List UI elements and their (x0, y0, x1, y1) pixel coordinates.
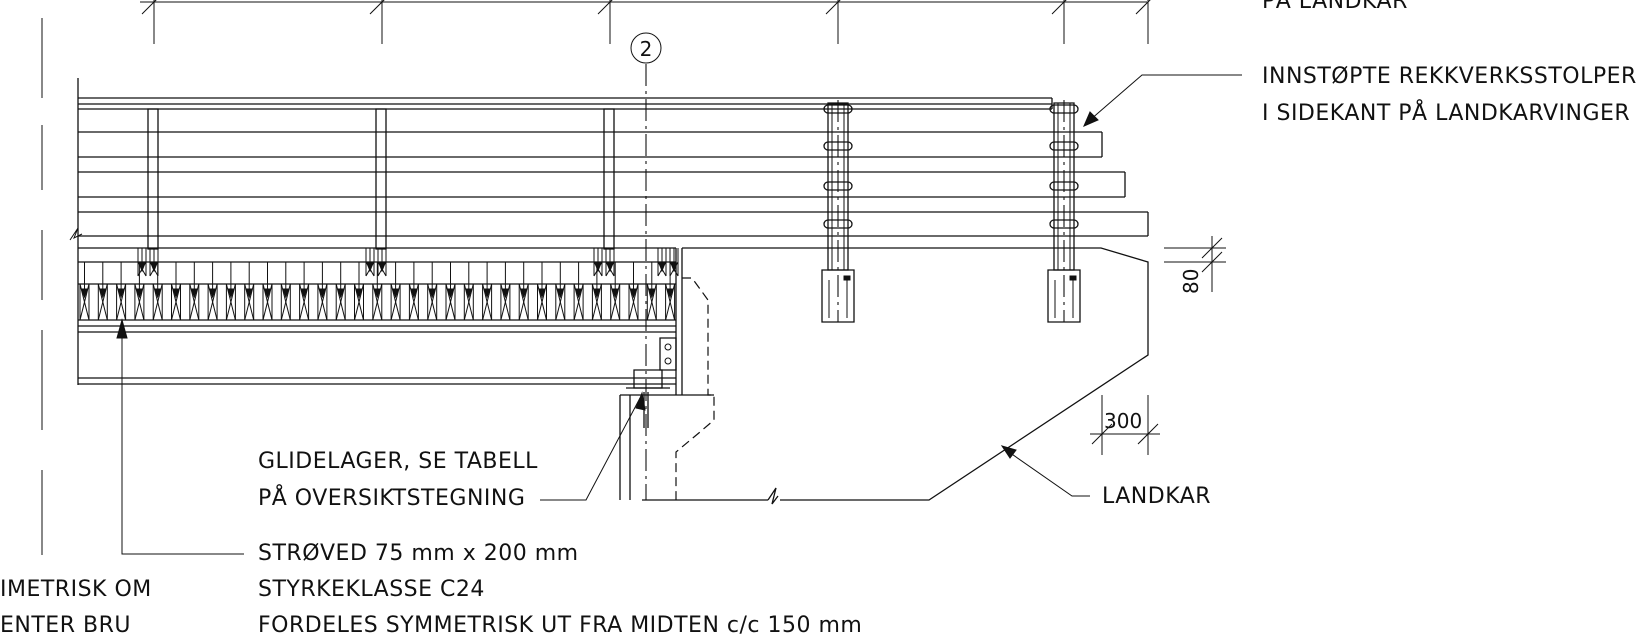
block-screw-head (379, 263, 385, 271)
stroved-screw-head (484, 289, 490, 297)
abutment (620, 248, 1148, 504)
rail-clamp (1050, 182, 1078, 190)
label-stroved-line3: FORDELES SYMMETRISK UT FRA MIDTEN c/c 15… (258, 613, 862, 638)
stroved-screw-head (301, 289, 307, 297)
stroved-screw-head (210, 289, 216, 297)
leaders (117, 75, 1242, 554)
label-symmetry-line2: ENTER BRU (0, 613, 131, 638)
block-screw-head (671, 263, 677, 271)
axis-number: 2 (640, 37, 653, 61)
stroved-screw-head (576, 289, 582, 297)
dimension-80: 80 (1164, 236, 1226, 294)
block-screw-head (607, 263, 613, 271)
stroved-screw-head (173, 289, 179, 297)
deck-structure (78, 248, 682, 395)
stroved-screw-head (448, 289, 454, 297)
stroved-screw-head (539, 289, 545, 297)
stroved-screw-head (411, 289, 417, 297)
bolt-nut (1070, 276, 1076, 280)
post-base-plate (1048, 270, 1080, 322)
dimension-300: 300 (1090, 395, 1160, 455)
stroved-screw-head (246, 289, 252, 297)
stroved-screw-head (557, 289, 563, 297)
stroved-screw-head (265, 289, 271, 297)
stroved-screw-head (667, 289, 673, 297)
rail-clamp (824, 105, 852, 113)
stroved-screw-head (612, 289, 618, 297)
stroved-screw-head (100, 289, 106, 297)
wing-railing-posts (822, 100, 1080, 322)
stroved-screw-head (319, 289, 325, 297)
label-stroved-line1: STRØVED 75 mm x 200 mm (258, 541, 579, 566)
bolt-nut (844, 276, 850, 280)
stroved-screw-head (393, 289, 399, 297)
stroved-screw-head (594, 289, 600, 297)
stroved-blocks (80, 262, 675, 320)
block-screw-head (659, 263, 665, 271)
label-symmetry-line1: IMETRISK OM (0, 577, 152, 602)
deck-posts (148, 109, 614, 249)
rail-clamp (824, 142, 852, 150)
stroved-screw-head (631, 289, 637, 297)
stroved-screw-head (191, 289, 197, 297)
label-stroved-line2: STYRKEKLASSE C24 (258, 577, 485, 602)
top-dimension-chain (140, 0, 1160, 44)
label-landkar-top: PÅ LANDKAR (1262, 0, 1408, 14)
stroved-screw-head (82, 289, 88, 297)
stroved-screw-head (118, 289, 124, 297)
post-base-plate (822, 270, 854, 322)
rail-clamp (824, 220, 852, 228)
stroved-screw-head (649, 289, 655, 297)
sliding-bearing (626, 370, 670, 428)
dimension-300-text: 300 (1104, 409, 1142, 433)
stroved-screw-head (136, 289, 142, 297)
label-glidelager-line1: GLIDELAGER, SE TABELL (258, 449, 538, 474)
stroved-screw-head (356, 289, 362, 297)
post-blocks (138, 248, 678, 276)
rail-clamp (824, 182, 852, 190)
stroved-screw-head (521, 289, 527, 297)
stroved-screw-head (374, 289, 380, 297)
block-screw-head (367, 263, 373, 271)
block-screw-head (595, 263, 601, 271)
rail-clamp (1050, 105, 1078, 113)
stroved-screw-head (338, 289, 344, 297)
dimension-80-text: 80 (1179, 269, 1203, 294)
block-screw-head (151, 263, 157, 271)
stroved-screw-head (228, 289, 234, 297)
stroved-screw-head (155, 289, 161, 297)
stroved-screw-head (466, 289, 472, 297)
axis-marker: 2 (631, 33, 661, 500)
stroved-screw-head (283, 289, 289, 297)
label-landkar: LANDKAR (1102, 484, 1211, 509)
stroved-screw-head (429, 289, 435, 297)
rail-clamp (1050, 142, 1078, 150)
label-rekkverk-line2: I SIDEKANT PÅ LANDKARVINGER (1262, 99, 1630, 126)
label-glidelager-line2: PÅ OVERSIKTSTEGNING (258, 484, 525, 511)
railing-rails (70, 78, 1148, 385)
label-rekkverk-line1: INNSTØPTE REKKVERKSSTOLPER (1262, 64, 1637, 89)
stroved-screw-head (502, 289, 508, 297)
rail-clamp (1050, 220, 1078, 228)
block-screw-head (139, 263, 145, 271)
